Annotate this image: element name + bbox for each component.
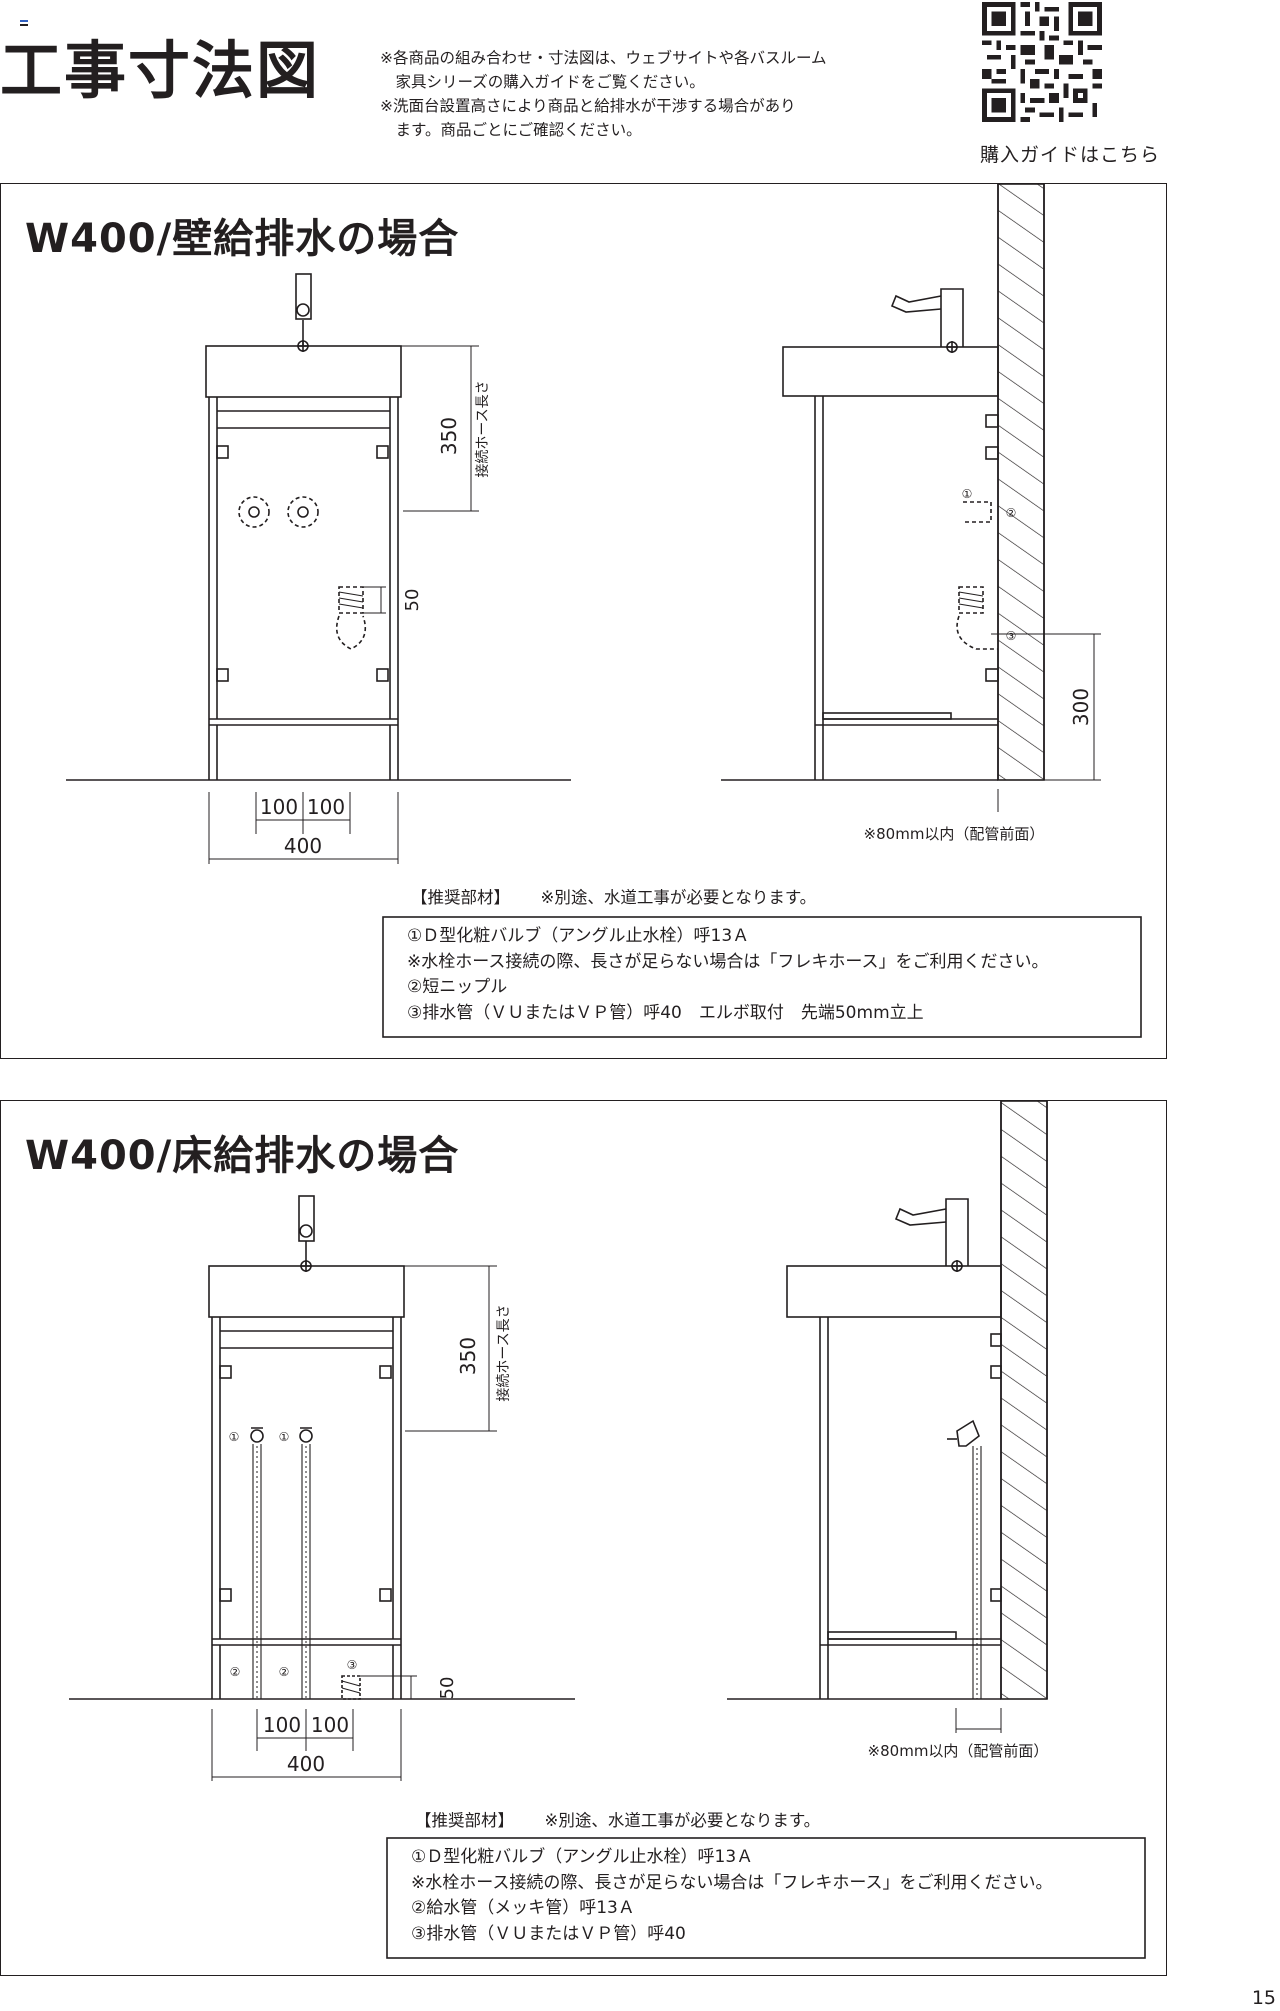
qr-code[interactable] (982, 2, 1102, 122)
qr-caption: 購入ガイドはこちら (980, 144, 1161, 166)
recommended-heading: 【推奨部材】 (411, 888, 510, 907)
header-mark (20, 24, 28, 26)
dim-left-offset: 100 (263, 1713, 301, 1737)
header-mark (20, 20, 28, 22)
recommended-item: ①Ｄ型化粧バルブ（アングル止水栓）呼13Ａ (411, 1847, 754, 1867)
marker: ① (229, 1430, 240, 1444)
marker: ① (962, 487, 973, 501)
panel-wall-plumbing: W400/壁給排水の場合 (0, 183, 1167, 1059)
recommended-item: ③排水管（ＶＵまたはＶＰ管）呼40 エルボ取付 先端50mm立上 (407, 1002, 924, 1023)
recommended-items: ①Ｄ型化粧バルブ（アングル止水栓）呼13Ａ ※水栓ホース接続の際、長さが足らない… (407, 924, 1049, 1026)
marker: ① (279, 1430, 290, 1444)
panel-title: W400/床給排水の場合 (25, 1133, 460, 1179)
pipe-note: ※80mm以内（配管前面） (864, 825, 1045, 843)
dim-drain-rise: 50 (402, 589, 423, 612)
header-note-line: ます。商品ごとにご確認ください。 (380, 121, 642, 139)
marker: ② (230, 1665, 241, 1679)
page-number: 15 (1251, 1987, 1276, 2009)
dim-width: 400 (284, 834, 322, 858)
panel-title: W400/壁給排水の場合 (25, 216, 460, 262)
marker: ② (1006, 506, 1017, 520)
recommended-item: ②短ニップル (407, 977, 508, 997)
dim-drain-height: 300 (1069, 688, 1093, 726)
dim-width: 400 (287, 1752, 325, 1776)
recommended-item: ③排水管（ＶＵまたはＶＰ管）呼40 (411, 1923, 686, 1944)
recommended-heading-line: 【推奨部材】 ※別途、水道工事が必要となります。 (411, 884, 816, 908)
recommended-heading: 【推奨部材】 (415, 1811, 514, 1830)
recommended-item: ※水栓ホース接続の際、長さが足らない場合は「フレキホース」をご利用ください。 (411, 1872, 1053, 1893)
pipe-note: ※80mm以内（配管前面） (868, 1742, 1049, 1760)
dim-hose-height: 350 (456, 1337, 480, 1375)
marker: ③ (347, 1658, 358, 1672)
marker: ③ (1006, 629, 1017, 643)
drawing-floor-plumbing: 350 接続ホース長さ 50 100 100 400 ※80mm以内（配管前面）… (69, 1101, 1146, 1959)
recommended-items: ①Ｄ型化粧バルブ（アングル止水栓）呼13Ａ ※水栓ホース接続の際、長さが足らない… (411, 1845, 1053, 1947)
recommended-note: ※別途、水道工事が必要となります。 (544, 1811, 821, 1830)
recommended-heading-line: 【推奨部材】 ※別途、水道工事が必要となります。 (415, 1807, 820, 1831)
header-note-line: 家具シリーズの購入ガイドをご覧ください。 (380, 73, 705, 91)
recommended-item: ※水栓ホース接続の際、長さが足らない場合は「フレキホース」をご利用ください。 (407, 951, 1049, 972)
dim-hose-height: 350 (437, 417, 461, 455)
dim-hose-label: 接続ホース長さ (474, 380, 491, 477)
recommended-note: ※別途、水道工事が必要となります。 (540, 888, 817, 907)
header-note-line: ※洗面台設置高さにより商品と給排水が干渉する場合があり (380, 97, 796, 115)
dim-right-offset: 100 (311, 1713, 349, 1737)
panel-floor-plumbing: W400/床給排水の場合 (0, 1100, 1167, 1976)
dim-right-offset: 100 (307, 795, 345, 819)
recommended-item: ①Ｄ型化粧バルブ（アングル止水栓）呼13Ａ (407, 926, 750, 946)
drawing-wall-plumbing: 350 接続ホース長さ 50 100 100 400 300 ※80mm以内（配… (66, 184, 1142, 1038)
dim-left-offset: 100 (260, 795, 298, 819)
recommended-item: ②給水管（メッキ管）呼13Ａ (411, 1898, 635, 1918)
dim-drain-rise: 50 (437, 1677, 458, 1700)
dim-hose-label: 接続ホース長さ (495, 1304, 512, 1401)
marker: ② (279, 1665, 290, 1679)
header-notes: ※各商品の組み合わせ・寸法図は、ウェブサイトや各バスルーム 家具シリーズの購入ガ… (380, 46, 827, 142)
page-title: 工事寸法図 (0, 34, 321, 107)
header-note-line: ※各商品の組み合わせ・寸法図は、ウェブサイトや各バスルーム (380, 49, 827, 67)
